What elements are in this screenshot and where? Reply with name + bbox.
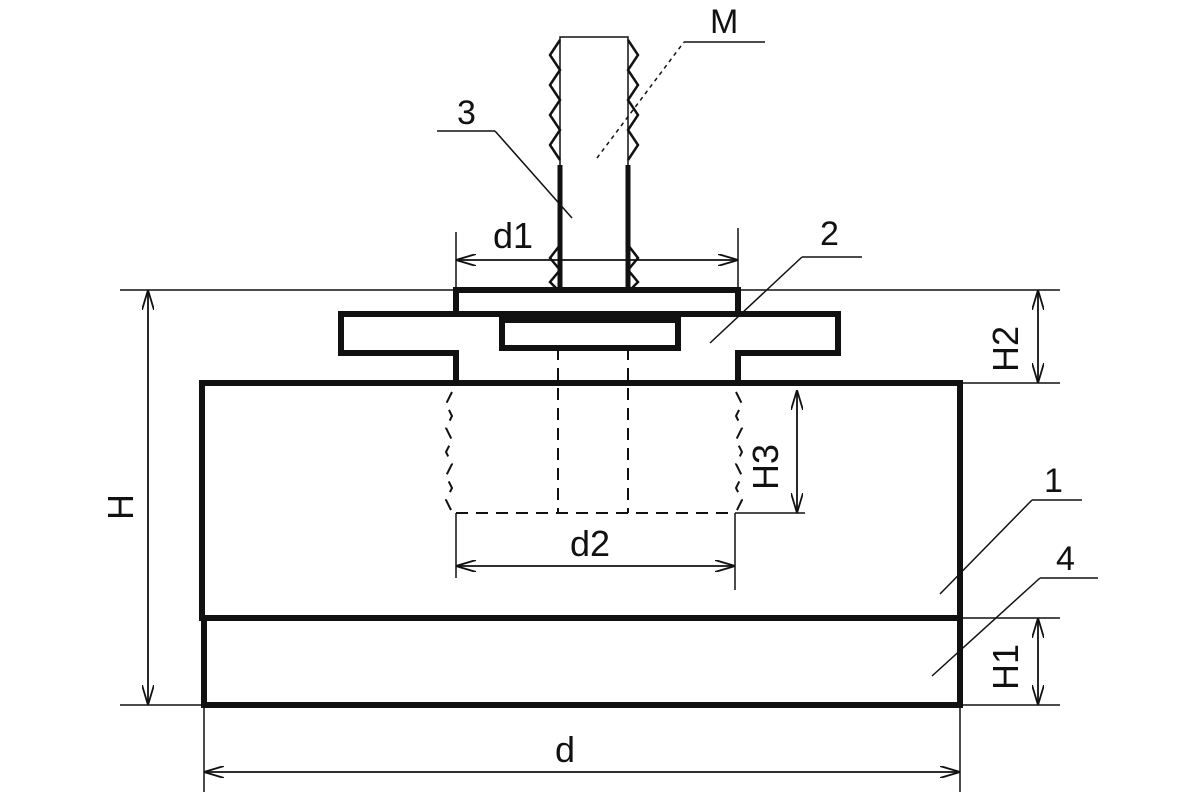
threaded-stud (548, 36, 685, 291)
dimension-arrows (148, 260, 1038, 772)
label-part-2: 2 (820, 215, 839, 253)
label-part-1: 1 (1044, 462, 1063, 500)
label-part-4: 4 (1056, 540, 1075, 578)
dim-label-H: H (100, 494, 141, 520)
mount-assembly (199, 287, 963, 708)
rubber-body (199, 380, 963, 621)
dim-label-H2: H2 (985, 326, 1026, 372)
dim-label-d2: d2 (570, 523, 610, 564)
leader-lines (437, 41, 1098, 677)
label-thread-M: M (710, 3, 738, 41)
inner-insert (499, 317, 681, 351)
label-part-3: 3 (457, 94, 476, 132)
dim-label-H1: H1 (985, 644, 1026, 690)
top-plate (453, 287, 741, 317)
dim-label-d: d (555, 729, 575, 770)
base-plate (201, 615, 963, 708)
dim-label-d1: d1 (493, 215, 533, 256)
stud-thread-right (626, 39, 640, 161)
stud-thread-left (548, 39, 562, 161)
dim-label-H3: H3 (745, 444, 786, 490)
hidden-bore (444, 348, 744, 514)
